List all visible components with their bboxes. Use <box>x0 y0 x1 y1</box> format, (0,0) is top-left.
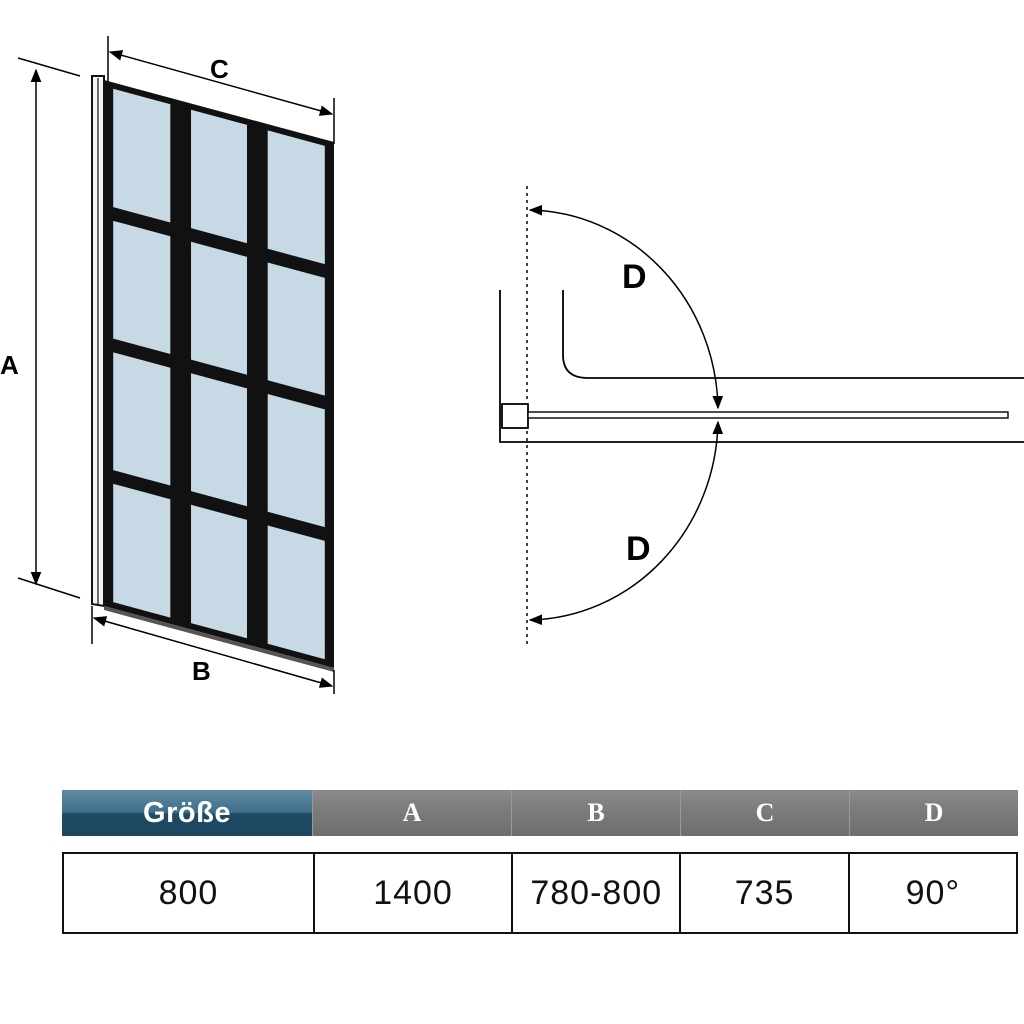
value-D: 90° <box>847 854 1016 932</box>
glass-pane <box>267 525 325 660</box>
dimension-C: C <box>107 36 335 144</box>
glass-panes <box>113 88 325 660</box>
header-size: Größe <box>62 790 312 836</box>
value-A: 1400 <box>312 854 511 932</box>
spec-table-header: Größe A B C D <box>62 790 1018 836</box>
glass-pane <box>113 88 171 223</box>
header-A: A <box>312 790 511 836</box>
header-C: C <box>680 790 849 836</box>
label-D-top: D <box>622 258 647 296</box>
technical-drawing: A C B D D <box>0 36 1024 694</box>
label-D-bottom: D <box>626 530 651 568</box>
label-C: C <box>210 54 229 84</box>
header-D: D <box>849 790 1018 836</box>
glass-pane <box>191 109 247 244</box>
value-C: 735 <box>679 854 847 932</box>
glass-pane <box>267 262 325 396</box>
hinge <box>501 403 529 429</box>
dimension-B: B <box>91 606 335 694</box>
rotation-arc-down <box>528 420 724 626</box>
value-size: 800 <box>158 873 219 912</box>
rotation-arc-up <box>528 204 724 410</box>
glass-pane <box>113 352 171 486</box>
glass-pane <box>267 393 325 528</box>
glass-panel-top-view <box>527 411 1009 419</box>
glass-pane <box>191 373 247 507</box>
dimension-A: A <box>0 57 81 599</box>
glass-pane <box>267 130 325 265</box>
label-B: B <box>192 656 211 686</box>
glass-pane <box>113 220 171 355</box>
label-A: A <box>0 350 19 380</box>
header-B: B <box>511 790 680 836</box>
bathtub-outline <box>499 290 1024 443</box>
glass-pane <box>113 483 171 618</box>
top-view: D D <box>499 186 1024 646</box>
spec-table-values: 800 1400 780-800 735 90° <box>62 852 1018 934</box>
glass-pane <box>191 241 247 375</box>
bathtub-inner-rim <box>562 290 1024 379</box>
value-B: 780-800 <box>511 854 679 932</box>
shower-screen <box>91 75 334 672</box>
glass-pane <box>191 504 247 639</box>
